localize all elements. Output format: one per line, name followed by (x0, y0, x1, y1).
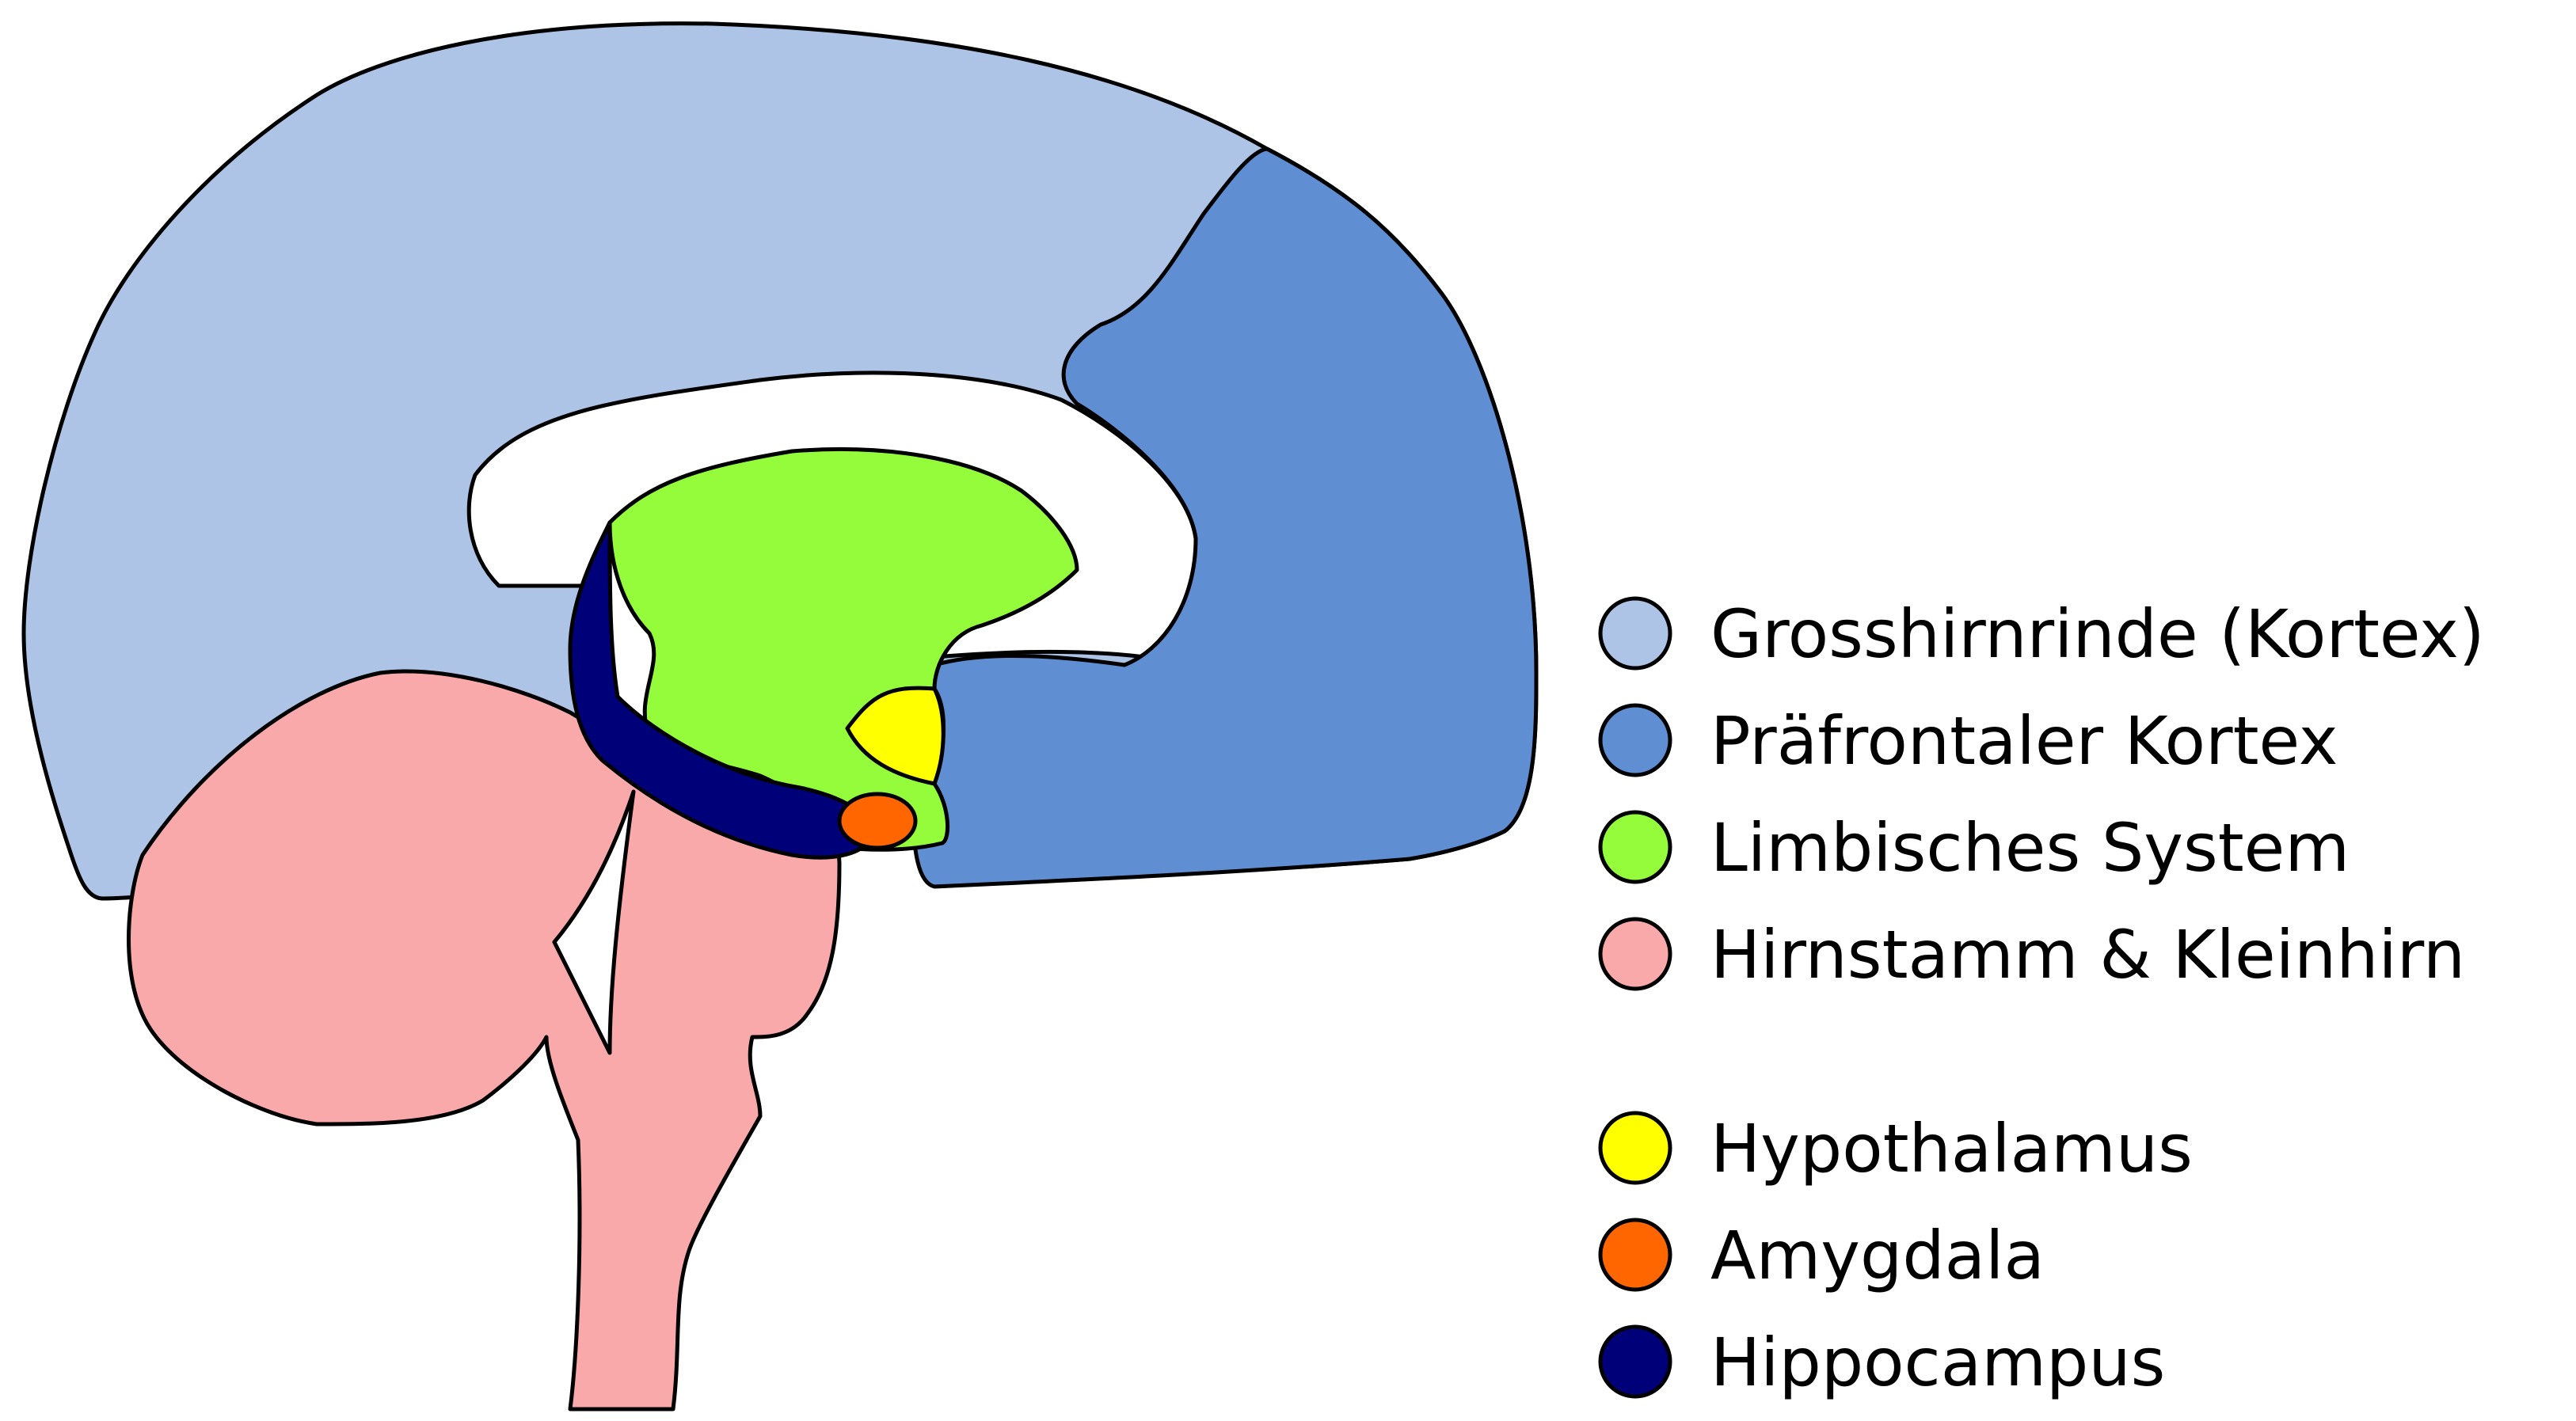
legend-swatch (1598, 810, 1672, 884)
legend-label: Amygdala (1710, 1217, 2045, 1294)
legend-swatch (1598, 917, 1672, 991)
legend-label: Grosshirnrinde (Kortex) (1710, 595, 2485, 673)
legend-swatch (1598, 703, 1672, 777)
legend-label: Hypothalamus (1710, 1110, 2193, 1187)
legend-label: Hirnstamm & Kleinhirn (1710, 916, 2465, 994)
hippocampus-region (568, 520, 874, 860)
legend-label: Hippocampus (1710, 1324, 2165, 1401)
legend-item-limbisches-system: Limbisches System (1598, 809, 2350, 887)
brainstem-notch (552, 789, 636, 1055)
legend-swatch (1598, 1218, 1672, 1292)
amygdala-region (837, 792, 918, 850)
legend: Grosshirnrinde (Kortex) Präfrontaler Kor… (1598, 595, 2485, 1401)
legend-item-hirnstamm-kleinhirn: Hirnstamm & Kleinhirn (1598, 916, 2465, 994)
hypothalamus-region (845, 686, 946, 786)
legend-swatch (1598, 1111, 1672, 1185)
legend-swatch (1598, 1324, 1672, 1399)
legend-item-hippocampus: Hippocampus (1598, 1324, 2165, 1401)
legend-item-amygdala: Amygdala (1598, 1217, 2045, 1294)
legend-item-hypothalamus: Hypothalamus (1598, 1110, 2193, 1187)
legend-item-grosshirnrinde: Grosshirnrinde (Kortex) (1598, 595, 2485, 673)
legend-label: Präfrontaler Kortex (1710, 702, 2338, 780)
legend-label: Limbisches System (1710, 809, 2350, 887)
legend-swatch (1598, 596, 1672, 671)
legend-item-praefrontaler-kortex: Präfrontaler Kortex (1598, 702, 2338, 780)
